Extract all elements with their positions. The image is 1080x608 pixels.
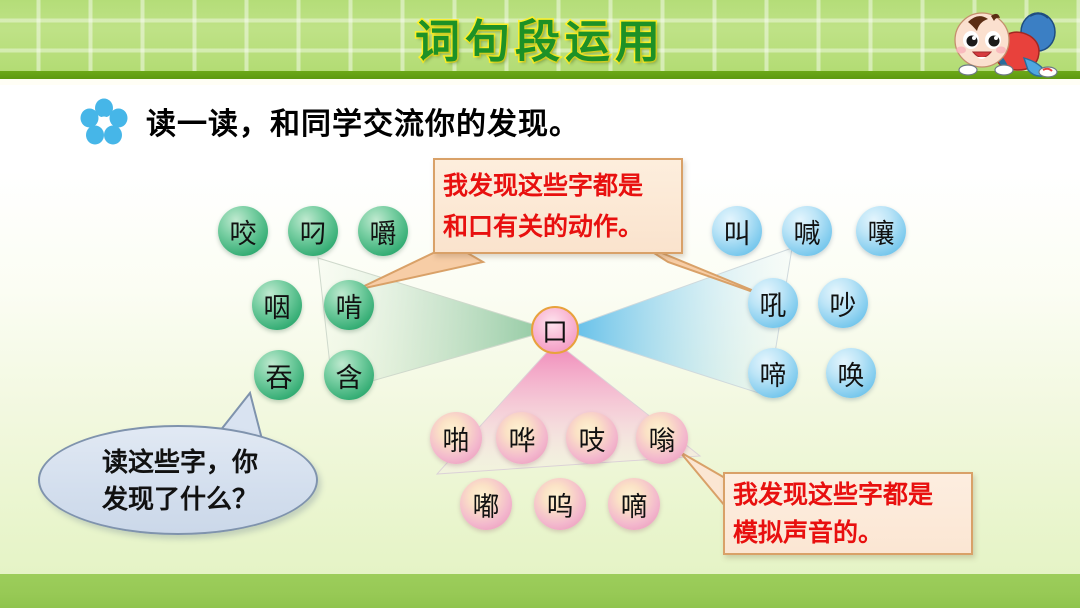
char-bubble-blue[interactable]: 叫 xyxy=(712,206,762,256)
header-underline-strip xyxy=(0,79,1080,85)
header-banner xyxy=(0,0,1080,71)
char-bubble-green[interactable]: 咽 xyxy=(252,280,302,330)
bubble-top-line2: 和口有关的动作。 xyxy=(443,212,644,241)
char-bubble-blue[interactable]: 吼 xyxy=(748,278,798,328)
bubble-br-line2: 模拟声音的。 xyxy=(733,518,884,547)
char-bubble-green[interactable]: 嚼 xyxy=(358,206,408,256)
bubble-top-line1: 我发现这些字都是 xyxy=(443,171,644,200)
page-title: 词句段运用 xyxy=(413,14,665,70)
char-bubble-pink[interactable]: 啪 xyxy=(430,412,482,464)
speech-bubble-bottom-left-text: 读这些字，你 发现了什么？ xyxy=(68,445,292,519)
crawling-baby-mascot-icon xyxy=(954,12,1058,78)
char-bubble-green[interactable]: 吞 xyxy=(254,350,304,400)
char-bubble-pink[interactable]: 嘟 xyxy=(460,478,512,530)
char-bubble-green[interactable]: 叼 xyxy=(288,206,338,256)
char-bubble-blue[interactable]: 喊 xyxy=(782,206,832,256)
char-bubble-blue[interactable]: 唤 xyxy=(826,348,876,398)
speech-bubble-top xyxy=(433,158,683,254)
header-divider-rule xyxy=(0,71,1080,79)
footer-bar xyxy=(0,574,1080,608)
char-bubble-pink[interactable]: 嗡 xyxy=(636,412,688,464)
char-bubble-green[interactable]: 含 xyxy=(324,350,374,400)
subtitle-text: 读一读，和同学交流你的发现。 xyxy=(146,107,580,142)
speech-bubble-bottom-right-text: 我发现这些字都是 模拟声音的。 xyxy=(733,476,967,552)
char-bubble-blue[interactable]: 嚷 xyxy=(856,206,906,256)
blue-flower-icon xyxy=(80,98,128,145)
speech-bubble-top-text: 我发现这些字都是 和口有关的动作。 xyxy=(443,165,675,247)
speech-bubble-bottom-right xyxy=(723,472,973,555)
char-bubble-pink[interactable]: 嘀 xyxy=(608,478,660,530)
center-char-bubble[interactable]: 口 xyxy=(531,306,579,354)
speech-bubble-bottom-left xyxy=(38,425,318,535)
char-bubble-blue[interactable]: 吵 xyxy=(818,278,868,328)
bubble-bl-line2: 发现了什么？ xyxy=(101,485,258,515)
char-bubble-pink[interactable]: 哗 xyxy=(496,412,548,464)
bubble-br-line1: 我发现这些字都是 xyxy=(733,480,934,509)
bubble-bl-line1: 读这些字，你 xyxy=(101,448,258,478)
char-bubble-pink[interactable]: 吱 xyxy=(566,412,618,464)
char-bubble-blue[interactable]: 啼 xyxy=(748,348,798,398)
char-bubble-green[interactable]: 啃 xyxy=(324,280,374,330)
char-bubble-pink[interactable]: 呜 xyxy=(534,478,586,530)
char-bubble-green[interactable]: 咬 xyxy=(218,206,268,256)
